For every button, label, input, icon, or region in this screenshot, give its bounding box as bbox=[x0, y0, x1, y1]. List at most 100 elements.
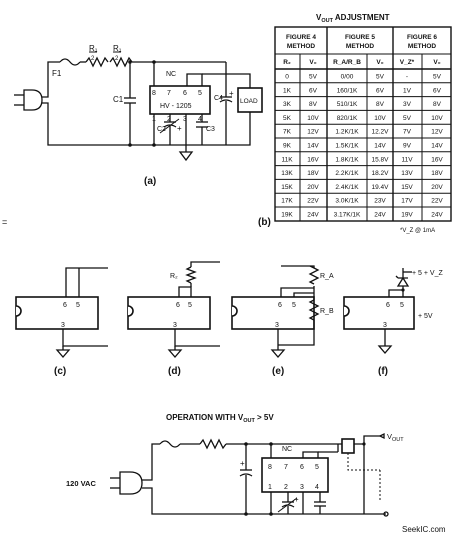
c4-label: C4 bbox=[214, 95, 223, 102]
ic-pin5: 5 bbox=[198, 90, 202, 97]
side-mark: = bbox=[2, 217, 7, 227]
figure-d: 6 5 3 R₂ (d) bbox=[127, 261, 220, 377]
bottom-ic-pin7: 7 bbox=[284, 464, 288, 471]
bottom-timing-cap-plus: + bbox=[294, 495, 299, 504]
bottom-vout-label: VOUT bbox=[387, 432, 404, 443]
table-cell: 3.0K/1K bbox=[335, 198, 359, 205]
table-cell: 1V bbox=[403, 87, 412, 94]
fig-e-pin3: 3 bbox=[275, 322, 279, 329]
table-cell: 5K bbox=[283, 115, 292, 122]
table-cell: 7V bbox=[403, 129, 412, 136]
table-cell: 6V bbox=[376, 87, 385, 94]
table-cell: 1.8K/1K bbox=[335, 156, 359, 163]
table-cell: 24V bbox=[431, 212, 443, 219]
table-cell: 11V bbox=[401, 156, 413, 163]
resistor-r2 bbox=[109, 56, 133, 68]
ic-pin2: 2 bbox=[167, 116, 171, 123]
caption-d: (d) bbox=[168, 366, 181, 377]
fig-f-pin6: 6 bbox=[386, 302, 390, 309]
table-cell: 1.2K/1K bbox=[335, 129, 359, 136]
table-cell: 7K bbox=[283, 129, 292, 136]
table-cell: 12V bbox=[307, 129, 319, 136]
col-header-2: R_A/R_B bbox=[333, 59, 361, 66]
ic-pin8: 8 bbox=[152, 90, 156, 97]
table-cell: 3K bbox=[283, 101, 292, 108]
table-cell: 24V bbox=[307, 212, 319, 219]
caption-c: (c) bbox=[54, 366, 66, 377]
r1-frac: 2 bbox=[91, 56, 95, 62]
fig-d-resistor bbox=[185, 266, 197, 284]
bottom-ic-pin8: 8 bbox=[268, 464, 272, 471]
table-cell: 14V bbox=[307, 143, 319, 150]
table-cell: 19.4V bbox=[372, 184, 390, 191]
table-cell: 17K bbox=[281, 198, 293, 205]
bottom-cap-plus: + bbox=[240, 459, 245, 468]
caption-f: (f) bbox=[378, 366, 388, 377]
table-cell: 10V bbox=[374, 115, 386, 122]
col-header-5: V₀ bbox=[433, 59, 440, 66]
table-cell: 6V bbox=[433, 87, 442, 94]
fig-e-resistor-ra bbox=[308, 265, 320, 285]
table-cell: 20V bbox=[307, 184, 319, 191]
bottom-title: OPERATION WITH VOUT > 5V bbox=[166, 413, 274, 424]
table-cell: 18V bbox=[431, 170, 443, 177]
table-cell: 0 bbox=[285, 74, 289, 81]
fuse-label: F1 bbox=[52, 69, 62, 78]
fig-d-pin6: 6 bbox=[176, 302, 180, 309]
fig-f-pin5: 5 bbox=[400, 302, 404, 309]
watermark: SeekIC.com bbox=[402, 525, 446, 534]
fuse-f1 bbox=[59, 58, 81, 66]
table-cell: 3.17K/1K bbox=[334, 212, 361, 219]
bottom-ic-pin2: 2 bbox=[284, 484, 288, 491]
table-cell: 5V bbox=[309, 74, 318, 81]
table-cell: 19K bbox=[281, 212, 293, 219]
vac-label: 120 VAC bbox=[66, 479, 96, 488]
fig-f-5v-label: + 5V bbox=[418, 313, 433, 320]
group-header-fig5-line2: METHOD bbox=[346, 43, 374, 50]
load-box bbox=[237, 87, 263, 113]
table-title: VOUT ADJUSTMENT bbox=[316, 13, 390, 24]
fig-e-pin5: 5 bbox=[292, 302, 296, 309]
ground-a bbox=[178, 151, 194, 162]
c3-label: C3 bbox=[206, 126, 215, 133]
bottom-resistor bbox=[199, 438, 227, 450]
table-cell: 19V bbox=[401, 212, 413, 219]
table-cell: 16V bbox=[431, 156, 443, 163]
c4-plus: + bbox=[229, 89, 234, 98]
table-cell: 5V bbox=[433, 74, 442, 81]
table-cell: 10V bbox=[307, 115, 319, 122]
table-cell: 10V bbox=[431, 115, 443, 122]
ic-nc-label: NC bbox=[166, 71, 176, 78]
ic-pin3: 3 bbox=[183, 116, 187, 123]
ic-pin6: 6 bbox=[183, 90, 187, 97]
r2-frac: 2 bbox=[115, 56, 119, 62]
table-cell: 15K bbox=[281, 184, 293, 191]
ac-plug-a bbox=[14, 89, 43, 111]
bottom-ic-pin6: 6 bbox=[300, 464, 304, 471]
table-cell: 5V bbox=[403, 115, 412, 122]
table-cell: 160/1K bbox=[337, 87, 358, 94]
c2-plus: + bbox=[177, 124, 182, 133]
c1-label: C1 bbox=[113, 95, 124, 104]
group-header-fig6-line1: FIGURE 6 bbox=[407, 34, 437, 41]
fig-f-vz-label: + 5 + V_Z bbox=[412, 270, 443, 277]
table-cell: 5V bbox=[376, 74, 385, 81]
fig-f-zener bbox=[395, 275, 410, 287]
bottom-zener-box bbox=[341, 438, 355, 454]
table-cell: 14V bbox=[374, 143, 386, 150]
table-cell: 24V bbox=[374, 212, 386, 219]
fig-d-r2-label: R₂ bbox=[170, 273, 178, 280]
r1-label: R₁ bbox=[89, 44, 98, 53]
table-cell: 510/1K bbox=[337, 101, 358, 108]
bottom-fuse bbox=[159, 440, 181, 448]
table-cell: 6V bbox=[309, 87, 318, 94]
fig-f-pin3: 3 bbox=[383, 322, 387, 329]
fig-c-pin5: 5 bbox=[76, 302, 80, 309]
fig-c-pin6: 6 bbox=[63, 302, 67, 309]
table-cell: 16V bbox=[307, 156, 319, 163]
table-cell: 18.2V bbox=[372, 170, 390, 177]
fig-d-pin3: 3 bbox=[173, 322, 177, 329]
group-header-fig4-line1: FIGURE 4 bbox=[286, 34, 316, 41]
ic-hv1205 bbox=[149, 85, 211, 115]
